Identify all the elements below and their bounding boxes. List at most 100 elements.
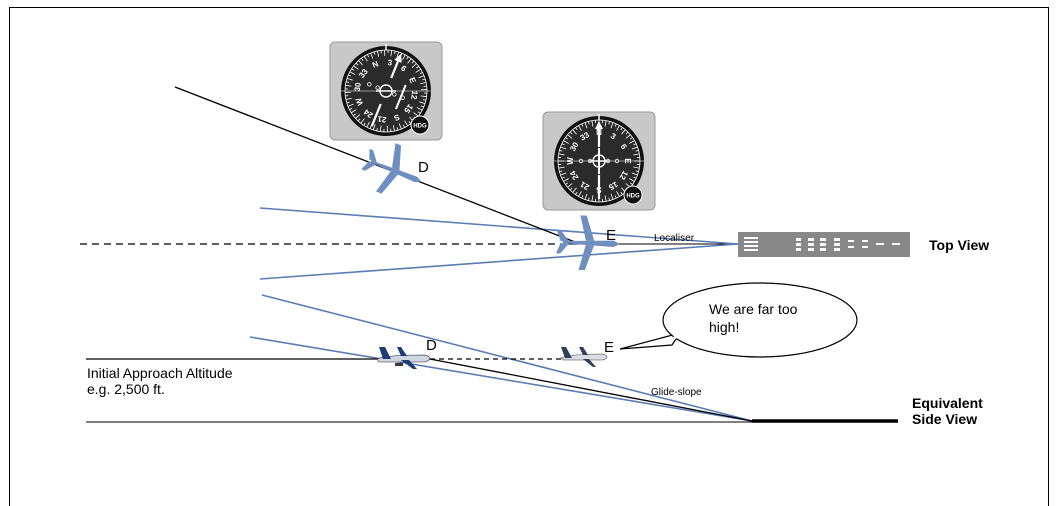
compass-tick bbox=[569, 187, 573, 191]
deviation-dot bbox=[400, 95, 405, 100]
compass-label: 6 bbox=[399, 64, 408, 74]
compass-tick bbox=[616, 125, 620, 131]
compass-tick bbox=[565, 182, 569, 185]
compass-tick bbox=[588, 121, 590, 125]
compass-tick bbox=[420, 95, 427, 98]
compass-tick bbox=[569, 131, 573, 135]
compass-tick bbox=[604, 195, 607, 202]
compass-tick bbox=[345, 88, 349, 90]
compass-tick bbox=[422, 78, 426, 81]
compass-tick bbox=[349, 107, 353, 110]
compass-label: 6 bbox=[619, 143, 629, 152]
compass-tick bbox=[345, 81, 350, 83]
compass-label: 3 bbox=[387, 58, 393, 68]
compass-tick bbox=[635, 170, 639, 172]
compass-tick bbox=[575, 191, 578, 195]
compass-tick bbox=[591, 120, 594, 127]
compass-tick bbox=[376, 127, 378, 132]
compass-tick bbox=[559, 170, 563, 172]
compass-tick bbox=[387, 50, 389, 54]
compass-tick bbox=[629, 137, 633, 140]
compass-tick bbox=[423, 92, 427, 94]
compass-tick bbox=[408, 121, 411, 124]
compass-tick bbox=[558, 153, 565, 156]
compass-tick bbox=[396, 127, 399, 131]
compass-tick bbox=[631, 146, 638, 150]
compass-tick bbox=[411, 63, 417, 68]
compass-tick bbox=[407, 58, 412, 64]
compass-tick bbox=[357, 118, 361, 122]
compass-tick bbox=[360, 118, 365, 124]
compass-tick bbox=[621, 129, 626, 135]
compass-tick bbox=[578, 125, 582, 131]
compass-tick bbox=[614, 123, 617, 127]
compass-tick bbox=[633, 176, 637, 179]
compass-tick bbox=[370, 52, 374, 59]
compass-label: 12 bbox=[409, 90, 419, 101]
compass-tick bbox=[419, 101, 426, 105]
compass-tick bbox=[581, 123, 584, 127]
altitude-example-label: e.g. 2,500 ft. bbox=[87, 381, 165, 397]
compass-tick bbox=[561, 143, 565, 146]
compass-label: 30 bbox=[353, 81, 363, 92]
compass-tick bbox=[361, 58, 364, 61]
compass-tick bbox=[417, 111, 421, 114]
compass-tick bbox=[567, 183, 573, 188]
compass-tick bbox=[604, 120, 607, 127]
deviation-dot bbox=[367, 82, 372, 87]
aircraft-d-top-label: D bbox=[418, 159, 429, 176]
speech-bubble-line1: We are far too bbox=[709, 301, 798, 317]
compass-tick bbox=[575, 127, 578, 131]
localiser-beam-upper bbox=[259, 207, 739, 245]
compass-tick bbox=[406, 56, 409, 60]
compass-tick bbox=[422, 99, 427, 101]
compass-tick bbox=[348, 74, 352, 77]
compass-tick bbox=[416, 107, 423, 111]
compass-tick bbox=[625, 131, 629, 135]
hdg-knob bbox=[410, 115, 430, 135]
compass-tick bbox=[563, 178, 569, 182]
deviation-dot bbox=[392, 92, 397, 97]
speech-bubble bbox=[619, 282, 858, 358]
compass-tick bbox=[367, 54, 370, 58]
compass-tick bbox=[404, 120, 409, 126]
localiser-label: Localiser bbox=[654, 233, 695, 244]
course-needle-tail bbox=[370, 103, 382, 127]
compass-tick bbox=[384, 50, 386, 57]
compass-tick bbox=[346, 101, 350, 104]
aircraft-d-side-icon bbox=[376, 347, 431, 369]
glideslope-beam-upper bbox=[249, 336, 753, 422]
compass-tick bbox=[591, 195, 594, 202]
compass-tick bbox=[390, 50, 393, 57]
compass-tick bbox=[347, 103, 354, 107]
compass-label: E bbox=[623, 158, 632, 164]
compass-tick bbox=[572, 129, 577, 135]
compass-tick bbox=[366, 121, 370, 128]
compass-tick bbox=[418, 75, 425, 79]
compass-tick bbox=[614, 195, 617, 199]
compass-tick bbox=[351, 109, 357, 114]
compass-tick bbox=[377, 50, 380, 57]
localiser-beam-lower bbox=[259, 243, 739, 280]
compass-tick bbox=[588, 197, 590, 201]
glideslope-beam-lower bbox=[261, 294, 753, 422]
compass-tick bbox=[386, 125, 388, 132]
compass-tick bbox=[358, 60, 363, 66]
compass-tick bbox=[423, 85, 427, 87]
compass-tick bbox=[346, 77, 353, 81]
aircraft-e-side-icon bbox=[560, 347, 608, 367]
hdg-label: HDG bbox=[626, 194, 640, 200]
compass-tick bbox=[419, 72, 423, 75]
compass-tick bbox=[610, 193, 614, 200]
compass-tick bbox=[379, 125, 382, 132]
course-arrow bbox=[394, 53, 402, 63]
compass-tick bbox=[563, 140, 569, 144]
compass-label: S bbox=[392, 112, 401, 123]
compass-tick bbox=[581, 195, 584, 199]
compass-label: 3 bbox=[609, 131, 618, 141]
course-arrow bbox=[595, 121, 603, 129]
compass-tick bbox=[402, 54, 406, 61]
compass-tick bbox=[413, 112, 419, 117]
